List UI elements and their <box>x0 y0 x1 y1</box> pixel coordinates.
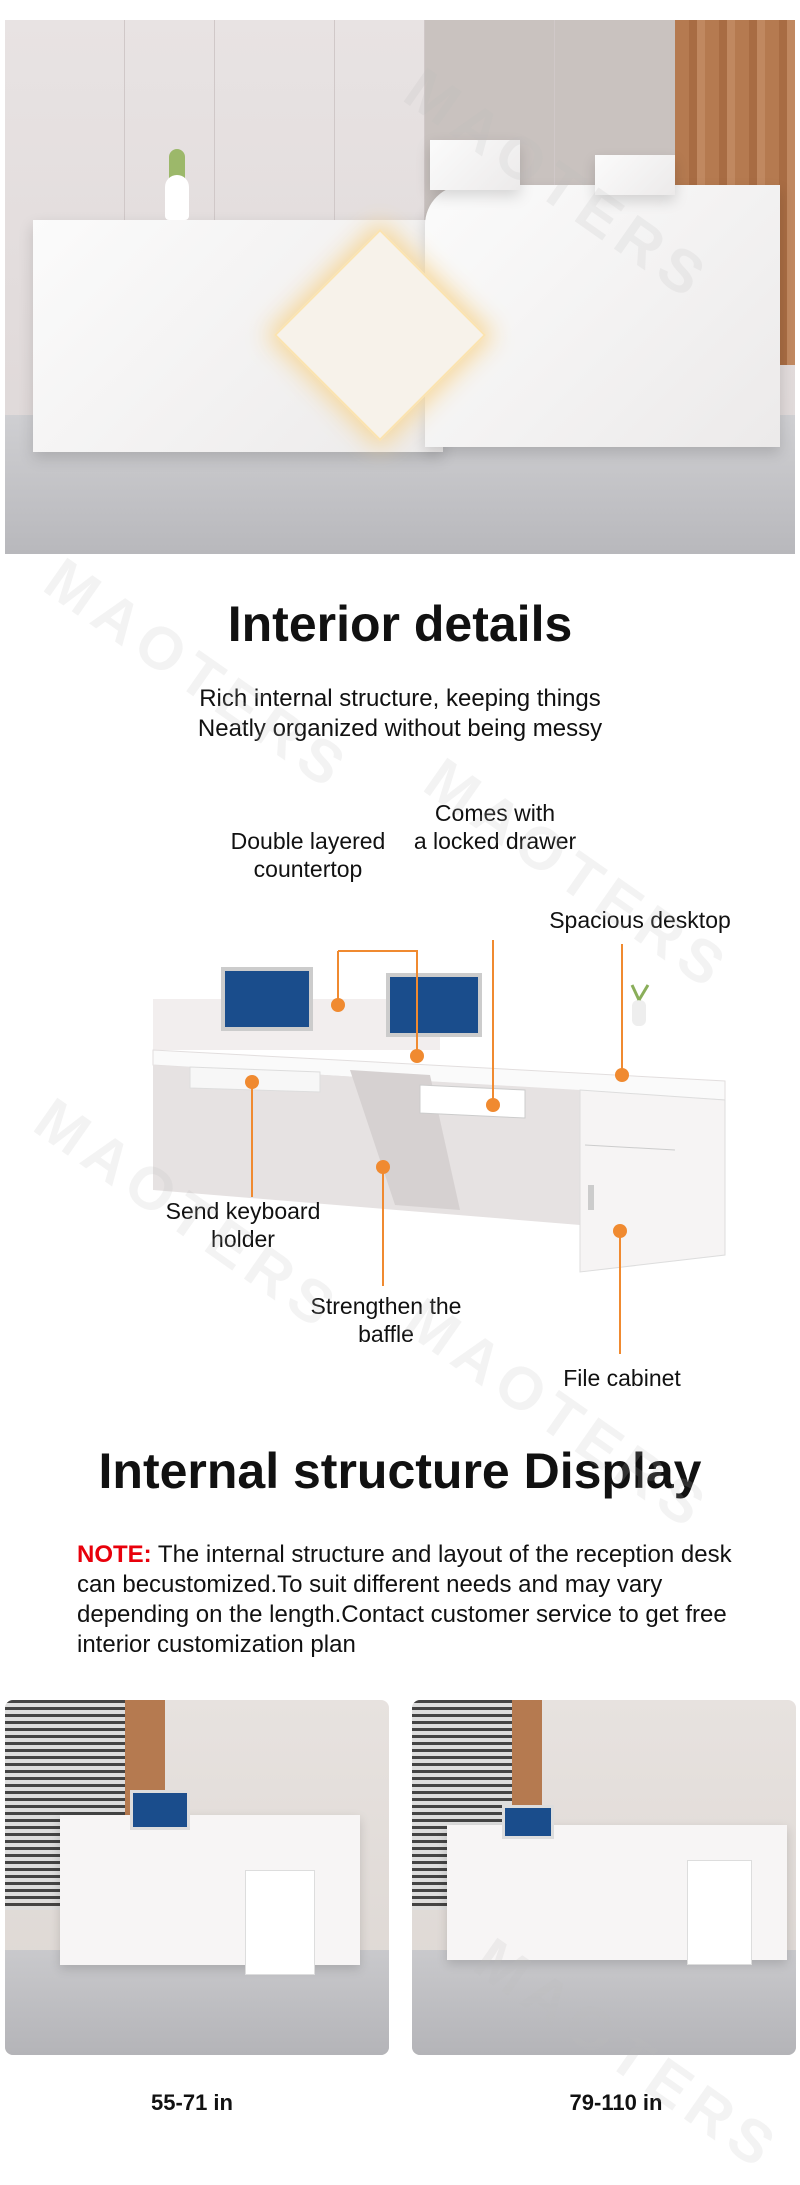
monitor-left <box>221 967 313 1031</box>
label-baffle-1: Strengthen the <box>310 1293 462 1319</box>
monitor-right <box>386 973 482 1037</box>
label-locked-drawer-2: a locked drawer <box>413 828 577 854</box>
label-spacious: Spacious desktop <box>549 907 731 933</box>
subtitle-line-2: Neatly organized without being messy <box>197 715 603 742</box>
label-double-layered-1: Double layered <box>230 828 386 854</box>
callout-dot <box>376 1160 390 1174</box>
callout-dot <box>245 1075 259 1089</box>
label-keyboard-2: holder <box>211 1226 275 1252</box>
vase-plant <box>165 175 189 220</box>
watermark: MAOTERS <box>32 544 364 805</box>
callout-dot <box>331 998 345 1012</box>
photo-small-desk <box>5 1700 389 2055</box>
callout-dot <box>486 1098 500 1112</box>
label-double-layered-2: countertop <box>253 856 363 882</box>
callout-dot <box>410 1049 424 1063</box>
size-label-small: 55-71 in <box>151 2090 233 2115</box>
label-locked-drawer-1: Comes with <box>434 800 556 826</box>
callout-dot <box>613 1224 627 1238</box>
callout-dot <box>615 1068 629 1082</box>
note-text: The internal structure and layout of the… <box>77 1541 732 1658</box>
label-keyboard-1: Send keyboard <box>165 1198 321 1224</box>
section-title-interior: Interior details <box>227 596 573 652</box>
note-label: NOTE: <box>77 1541 152 1568</box>
hero-reception-desk-photo <box>5 20 795 554</box>
note-paragraph: NOTE: The internal structure and layout … <box>77 1540 737 1660</box>
size-label-large: 79-110 in <box>569 2090 663 2115</box>
desk-diagram <box>152 940 726 1354</box>
label-baffle-2: baffle <box>358 1321 414 1347</box>
photo-large-desk <box>412 1700 796 2055</box>
subtitle-line-1: Rich internal structure, keeping things <box>199 685 601 712</box>
label-cabinet: File cabinet <box>563 1365 681 1391</box>
section-title-structure: Internal structure Display <box>98 1443 702 1499</box>
